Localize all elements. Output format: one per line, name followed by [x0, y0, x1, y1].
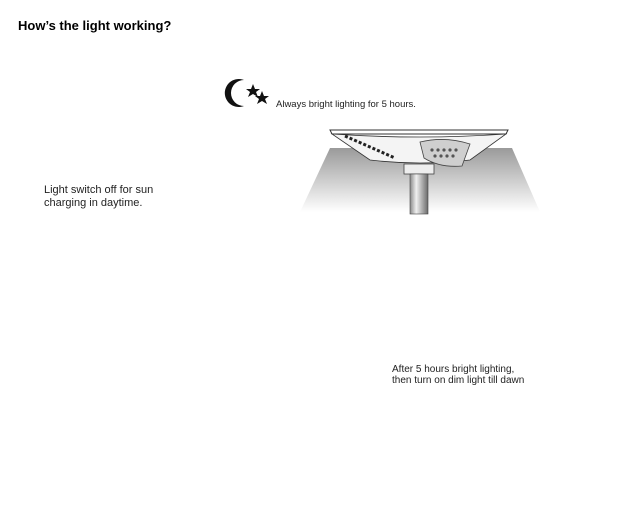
lamp-night-bright	[300, 129, 540, 215]
caption-night-dim: After 5 hours bright lighting, then turn…	[392, 364, 525, 386]
page-title: How’s the light working?	[18, 18, 172, 33]
moon-stars-icon	[224, 79, 269, 108]
caption-night-bright: Always bright lighting for 5 hours.	[276, 99, 416, 110]
caption-daytime: Light switch off for sun charging in day…	[44, 184, 154, 209]
